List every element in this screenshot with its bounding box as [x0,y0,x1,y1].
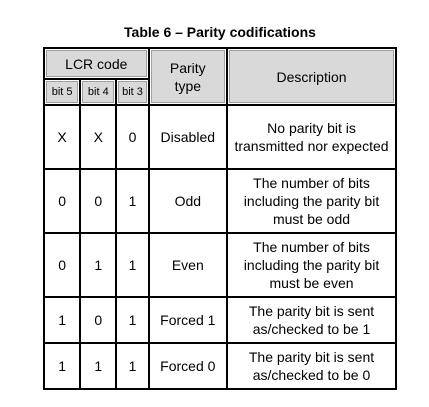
cell-parity-type: Forced 1 [147,296,229,344]
header-bit5: bit 5 [42,78,82,106]
cell-bit3: 1 [115,232,150,298]
table-row: 0 0 1 Odd The number of bits including t… [42,168,397,234]
cell-description: The number of bits including the parity … [226,232,397,298]
header-parity-type: Parity type [147,47,229,106]
table-caption: Table 6 – Parity codifications [124,24,316,40]
cell-parity-type: Disabled [147,104,229,170]
cell-description: The number of bits including the parity … [226,168,397,234]
cell-description: No parity bit is transmitted nor expecte… [226,104,397,170]
cell-bit5: 0 [42,232,82,298]
header-lcr-code: LCR code [43,47,150,80]
table-row: 1 1 1 Forced 0 The parity bit is sent as… [42,342,397,390]
cell-bit5: 0 [42,168,82,234]
header-row: LCR code Parity type Description [43,47,397,106]
header-bit4: bit 4 [79,78,118,106]
cell-description: The parity bit is sent as/checked to be … [226,342,397,390]
header-bit3: bit 3 [115,78,150,106]
header-description: Description [226,47,397,106]
cell-parity-type: Odd [147,168,229,234]
cell-parity-type: Even [147,232,229,298]
cell-bit5: X [42,104,82,170]
header-parity-type-text: Parity type [169,59,206,94]
cell-bit3: 0 [115,104,150,170]
parity-table: LCR code Parity type Description bit 5 b… [42,47,397,390]
cell-bit4: 1 [79,342,118,390]
cell-bit4: 0 [79,296,118,344]
cell-parity-type: Forced 0 [147,342,229,390]
cell-bit4: 1 [79,232,118,298]
cell-bit3: 1 [115,342,150,390]
cell-bit5: 1 [42,342,82,390]
cell-bit3: 1 [115,296,150,344]
cell-description: The parity bit is sent as/checked to be … [226,296,397,344]
table-row: X X 0 Disabled No parity bit is transmit… [42,104,397,170]
header-bits-row: bit 5 bit 4 bit 3 [42,78,396,106]
cell-bit3: 1 [115,168,150,234]
table-row: 1 0 1 Forced 1 The parity bit is sent as… [42,296,397,344]
table-row: 0 1 1 Even The number of bits including … [42,232,397,298]
cell-bit4: 0 [79,168,118,234]
cell-bit4: X [79,104,118,170]
cell-bit5: 1 [42,296,82,344]
